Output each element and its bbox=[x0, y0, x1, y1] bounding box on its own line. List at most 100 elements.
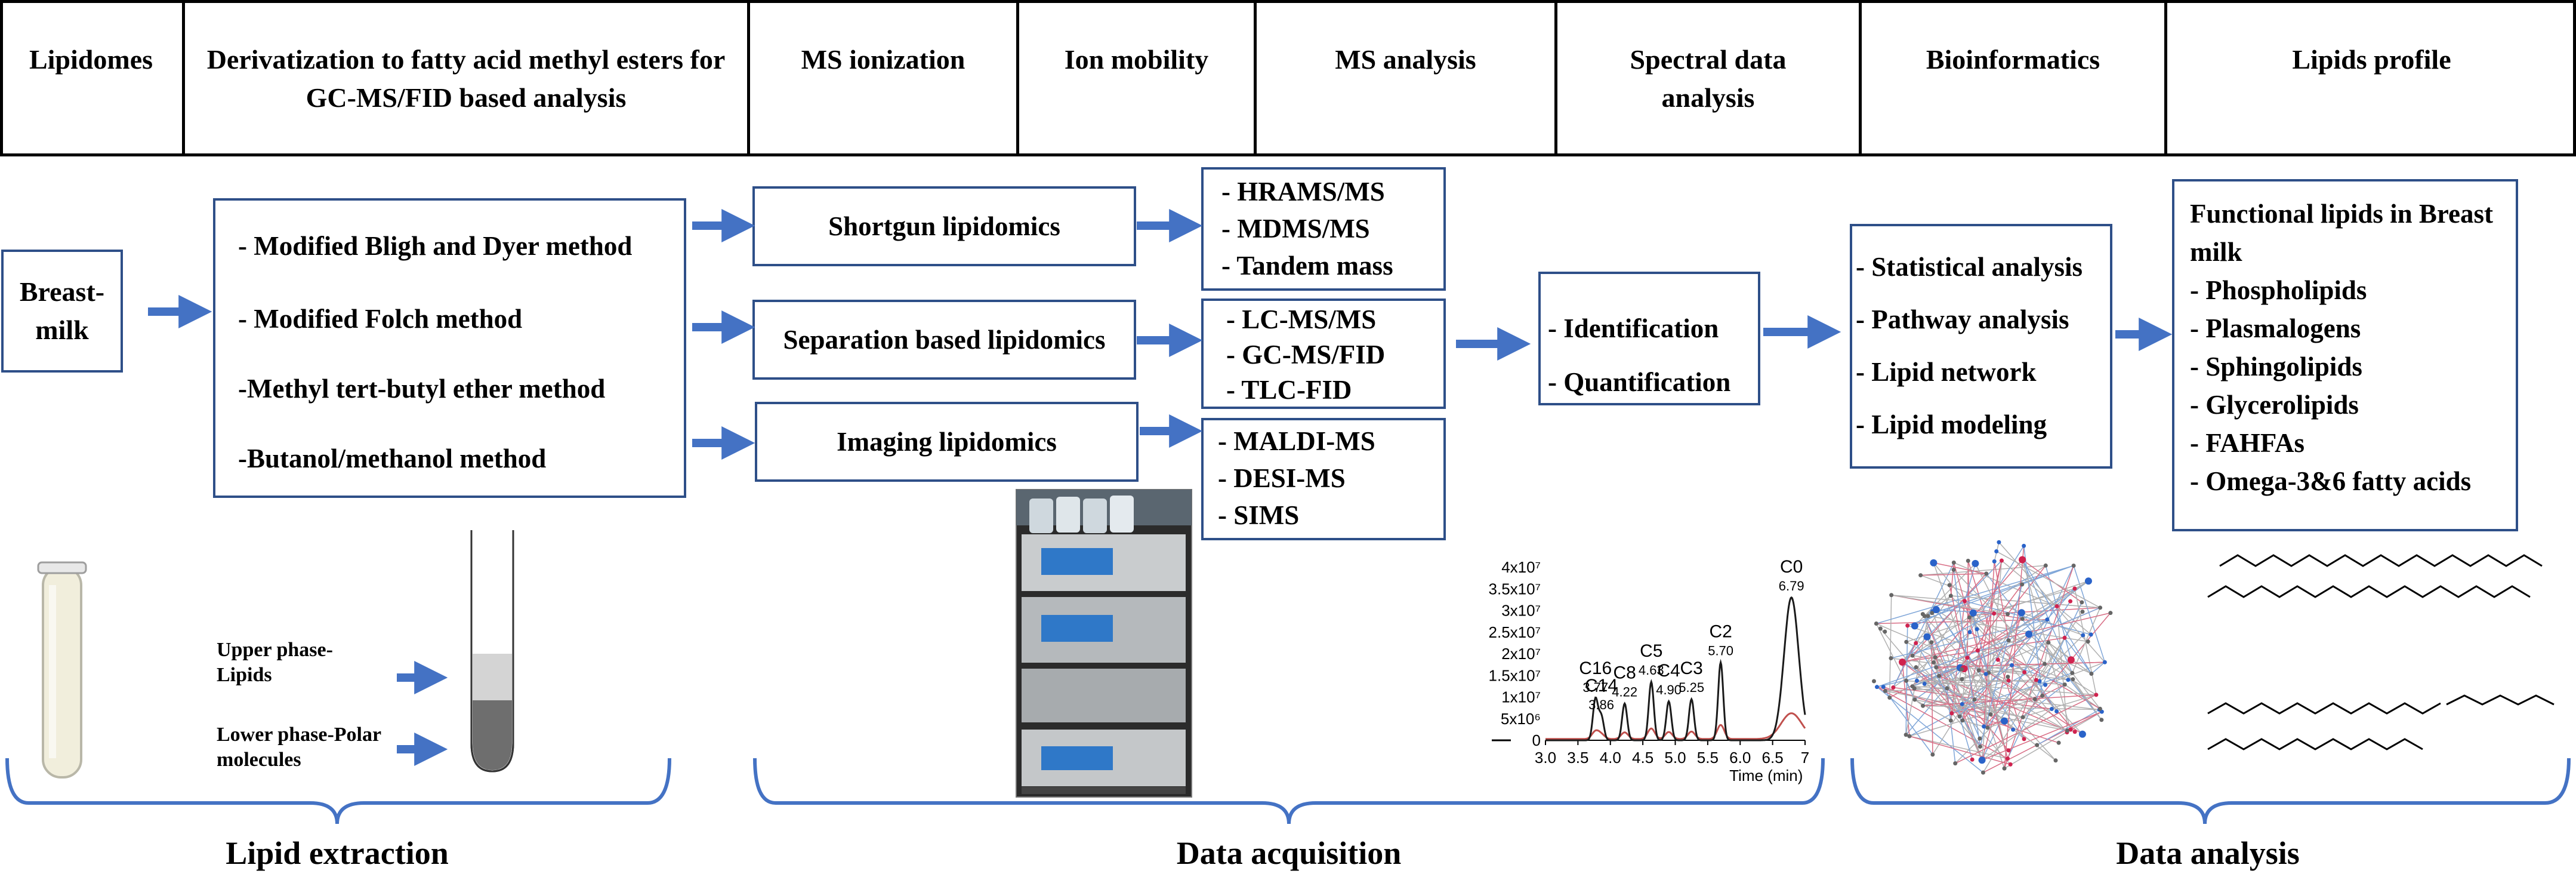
network-node bbox=[2022, 670, 2027, 675]
technique-item: - TLC-FID bbox=[1226, 375, 1352, 405]
bioinformatics-item: - Lipid network bbox=[1856, 357, 2037, 387]
profile-item: - Omega-3&6 fatty acids bbox=[2190, 466, 2472, 496]
network-node bbox=[2040, 693, 2045, 698]
y-tick-label: 0 bbox=[1532, 731, 1541, 749]
network-edge bbox=[1893, 562, 1954, 688]
network-node bbox=[2020, 617, 2025, 621]
peak-name-label: C2 bbox=[1709, 622, 1732, 642]
network-edge bbox=[1914, 699, 1951, 721]
network-node bbox=[2088, 632, 2093, 637]
network-node bbox=[2006, 748, 2011, 753]
network-node bbox=[2006, 638, 2011, 643]
network-edge bbox=[1876, 565, 2074, 624]
peak-name-label: C5 bbox=[1640, 641, 1662, 661]
network-edge bbox=[1964, 601, 2091, 635]
peak-name-label: C16 bbox=[1579, 659, 1612, 678]
network-node bbox=[1912, 686, 1917, 691]
network-edge bbox=[1877, 686, 1991, 715]
network-edge bbox=[2064, 637, 2092, 674]
network-edge bbox=[1969, 617, 2092, 675]
peak-time-label: 4.22 bbox=[1612, 684, 1637, 699]
section-label-data-acquisition: Data acquisition bbox=[1176, 835, 1402, 871]
network-edge bbox=[1979, 584, 2023, 747]
x-tick-label: 4.5 bbox=[1632, 749, 1653, 767]
milk-test-tube-image bbox=[37, 561, 87, 779]
x-axis-label: Time (min) bbox=[1729, 767, 1803, 784]
network-node bbox=[1972, 559, 1979, 567]
network-edge bbox=[1884, 690, 1933, 755]
network-node bbox=[2010, 663, 2014, 667]
header-text: Ion mobility bbox=[1064, 44, 1209, 75]
network-node bbox=[2072, 730, 2077, 734]
network-edge bbox=[2022, 559, 2083, 603]
network-node bbox=[2011, 727, 2016, 732]
network-node bbox=[1960, 667, 1964, 672]
brace-data-acquisition bbox=[753, 758, 1825, 824]
network-node bbox=[2099, 718, 2104, 722]
chromatogram-trace-black bbox=[1545, 596, 1806, 741]
y-tick-label: 1.5x10⁷ bbox=[1489, 666, 1541, 684]
y-tick-label: 4x10⁷ bbox=[1501, 558, 1541, 576]
peak-time-label: 6.79 bbox=[1779, 579, 1804, 593]
technique-item: - DESI-MS bbox=[1218, 463, 1346, 493]
network-node bbox=[1966, 558, 1970, 563]
peak-time-label: 5.70 bbox=[1708, 644, 1733, 659]
network-node bbox=[1905, 623, 1910, 628]
network-node bbox=[2045, 617, 2050, 622]
peak-time-label: 3.77 bbox=[1582, 680, 1608, 695]
network-node bbox=[1960, 701, 1964, 706]
network-edge bbox=[2042, 684, 2065, 697]
header-text: Lipids profile bbox=[2292, 44, 2451, 75]
header-cell-lipids-profile: Lipids profile bbox=[2167, 0, 2576, 156]
network-edge bbox=[1954, 562, 2057, 607]
network-edge bbox=[2007, 565, 2046, 615]
network-node bbox=[1883, 688, 1887, 693]
network-node bbox=[2022, 543, 2026, 548]
network-edge bbox=[1950, 601, 1966, 721]
network-edge bbox=[2064, 684, 2100, 709]
network-node bbox=[1889, 593, 1894, 598]
network-node bbox=[1907, 734, 1912, 739]
spectral-item: - Quantification bbox=[1548, 367, 1731, 397]
technique-box-shortgun: - HRAMS/MS - MDMS/MS - Tandem mass bbox=[1201, 167, 1446, 291]
peak-name-label: C0 bbox=[1780, 557, 1803, 577]
network-node bbox=[1891, 685, 1896, 690]
network-edge bbox=[2073, 565, 2106, 663]
x-tick-label: 3.5 bbox=[1567, 749, 1588, 767]
network-node bbox=[1947, 583, 1952, 587]
peak-name-label: C8 bbox=[1613, 663, 1636, 682]
header-text: MS analysis bbox=[1335, 44, 1476, 75]
network-node bbox=[1963, 599, 1967, 604]
network-edge bbox=[1891, 595, 2008, 615]
network-node bbox=[1960, 718, 1965, 723]
network-node bbox=[1967, 615, 1972, 620]
profile-item: - Glycerolipids bbox=[2190, 390, 2359, 420]
y-tick-label: 2x10⁷ bbox=[1501, 645, 1541, 663]
network-edge bbox=[1978, 664, 2012, 671]
network-node bbox=[2068, 727, 2073, 732]
network-node bbox=[1878, 626, 1883, 631]
lower-phase-label: Lower phase-Polar molecules bbox=[217, 724, 381, 771]
network-edge bbox=[2074, 588, 2097, 695]
network-edge bbox=[2091, 661, 2105, 675]
network-node bbox=[2108, 611, 2113, 616]
header-text: Spectral data analysis bbox=[1630, 44, 1787, 113]
network-edge bbox=[2008, 640, 2097, 696]
bioinformatics-item: - Statistical analysis bbox=[1856, 252, 2083, 282]
approach-label: Shortgun lipidomics bbox=[828, 211, 1060, 241]
x-tick-label: 6.0 bbox=[1729, 749, 1751, 767]
network-edge bbox=[1982, 711, 2102, 761]
header-text: Bioinformatics bbox=[1926, 44, 2100, 75]
network-edge bbox=[1951, 672, 2073, 714]
network-edge bbox=[1959, 716, 1973, 760]
network-node bbox=[2049, 706, 2054, 711]
technique-box-separation: - LC-MS/MS - GC-MS/FID - TLC-FID bbox=[1201, 299, 1446, 409]
network-edge bbox=[1964, 563, 1976, 601]
network-node bbox=[1997, 540, 2001, 544]
network-edge bbox=[1959, 588, 2075, 717]
network-node bbox=[1922, 681, 1927, 686]
network-edge bbox=[1982, 638, 2065, 773]
technique-box-imaging: - MALDI-MS - DESI-MS - SIMS bbox=[1201, 418, 1446, 540]
technique-item: - MDMS/MS bbox=[1221, 214, 1370, 244]
